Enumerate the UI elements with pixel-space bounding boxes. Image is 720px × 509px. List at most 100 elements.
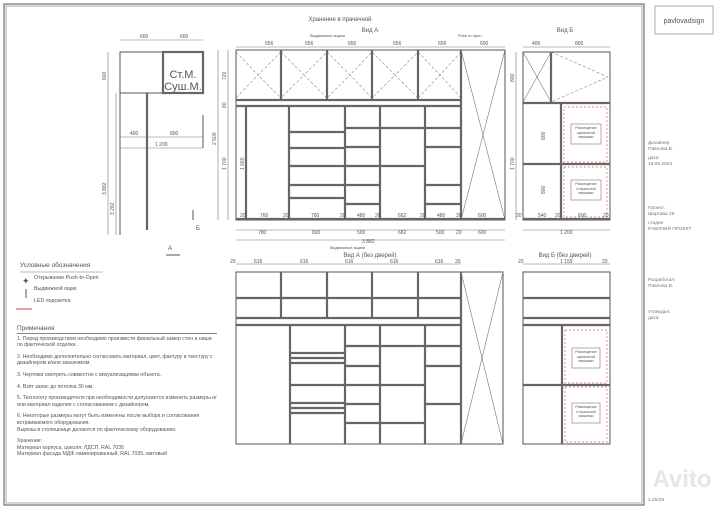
material-facade: Материал фасада МДФ ламинированный, RAL … bbox=[17, 451, 167, 458]
svg-text:760: 760 bbox=[260, 213, 269, 219]
svg-text:20: 20 bbox=[375, 213, 381, 219]
svg-text:800: 800 bbox=[170, 131, 179, 137]
view-b: 400 800 Размещение сушильной машинки Раз… bbox=[510, 41, 611, 236]
notes-title: Примечания bbox=[17, 325, 217, 334]
svg-text:600: 600 bbox=[180, 34, 189, 40]
svg-text:1 700: 1 700 bbox=[222, 157, 228, 170]
drawing-title: Хранение в прачечной bbox=[308, 16, 371, 23]
note: 6. Некоторые размеры могут быть изменены… bbox=[17, 413, 200, 426]
dryer-placement-label: Размещение сушильной машинки bbox=[575, 126, 597, 139]
legend-item: LED подсветка bbox=[34, 298, 71, 304]
svg-text:20: 20 bbox=[283, 213, 289, 219]
svg-text:20: 20 bbox=[240, 213, 246, 219]
svg-text:400: 400 bbox=[130, 131, 139, 137]
svg-text:540: 540 bbox=[538, 213, 547, 219]
svg-text:600: 600 bbox=[140, 34, 149, 40]
svg-text:600: 600 bbox=[480, 41, 489, 47]
view-a-total: 3 882 bbox=[362, 239, 375, 245]
svg-text:20: 20 bbox=[420, 213, 426, 219]
svg-text:616: 616 bbox=[435, 259, 444, 265]
watermark: Avito bbox=[652, 466, 711, 493]
svg-text:682: 682 bbox=[398, 230, 407, 236]
note: 1. Перед производством необходимо произв… bbox=[17, 335, 212, 349]
svg-text:20: 20 bbox=[456, 213, 462, 219]
svg-text:600: 600 bbox=[578, 213, 587, 219]
push-to-open-icon: ✦ bbox=[22, 276, 30, 286]
svg-text:80: 80 bbox=[222, 102, 228, 108]
plan-label-dryer: Суш.М. bbox=[164, 81, 202, 93]
note: 4. Взят запас до потолка 30 мм. bbox=[17, 383, 94, 390]
washer-placement-label: Размещение стиральной машинки bbox=[575, 405, 597, 418]
title-block-developed: Разработал:Павлова В. bbox=[648, 278, 676, 289]
svg-text:1 159: 1 159 bbox=[560, 259, 573, 265]
notes: Примечания 1. Перед производством необхо… bbox=[17, 325, 217, 458]
svg-text:20: 20 bbox=[603, 213, 609, 219]
svg-text:2 500: 2 500 bbox=[212, 132, 218, 145]
washer-placement-label: Размещение стиральной машинки bbox=[575, 182, 597, 195]
svg-text:656: 656 bbox=[305, 41, 314, 47]
svg-text:656: 656 bbox=[438, 41, 447, 47]
title-block-approved: Утвердил:дата: bbox=[648, 310, 671, 321]
svg-text:800: 800 bbox=[312, 230, 321, 236]
arrow-a-label: А bbox=[168, 246, 172, 252]
svg-text:20: 20 bbox=[455, 259, 461, 265]
material-body: Материал корпуса, цоколя: ЛДСП, RAL 7035 bbox=[17, 444, 125, 451]
view-a-no-doors: Вид А (без дверей) 20 616 616 616 616 61… bbox=[230, 252, 504, 445]
legend-title: Условные обозначения bbox=[20, 262, 91, 269]
legend-item: Открывание Push-to-Open bbox=[34, 275, 99, 281]
logo-box bbox=[654, 5, 714, 35]
svg-text:600: 600 bbox=[478, 230, 487, 236]
svg-text:20: 20 bbox=[456, 230, 462, 236]
svg-text:1 700: 1 700 bbox=[510, 157, 516, 170]
svg-text:600: 600 bbox=[478, 213, 487, 219]
svg-text:20: 20 bbox=[340, 213, 346, 219]
push-callout: Push to open bbox=[458, 33, 482, 38]
svg-text:616: 616 bbox=[390, 259, 399, 265]
svg-text:720: 720 bbox=[222, 71, 228, 80]
svg-text:400: 400 bbox=[532, 41, 541, 47]
view-b-no-doors: Вид Б (без дверей) 20 1 159 20 Размещени… bbox=[518, 252, 611, 445]
note: 5. Технологу производителя при необходим… bbox=[17, 395, 217, 408]
view-a-title: Вид А bbox=[362, 28, 379, 34]
svg-text:20: 20 bbox=[555, 213, 561, 219]
svg-text:20: 20 bbox=[602, 259, 608, 265]
svg-text:480: 480 bbox=[357, 213, 366, 219]
svg-text:662: 662 bbox=[398, 213, 407, 219]
logo: pavlovadsign bbox=[664, 18, 705, 25]
svg-text:Вид А (без дверей): Вид А (без дверей) bbox=[343, 252, 396, 259]
svg-text:760: 760 bbox=[311, 213, 320, 219]
svg-text:616: 616 bbox=[254, 259, 263, 265]
svg-text:3 882: 3 882 bbox=[102, 182, 108, 195]
svg-text:20: 20 bbox=[516, 213, 522, 219]
plan-view: Ст.М. Суш.М. 600 600 400 800 1 200 600 3… bbox=[102, 34, 205, 256]
view-b-title: Вид Б bbox=[557, 28, 574, 34]
svg-text:1 660: 1 660 bbox=[240, 157, 246, 170]
arrow-b-label: Б bbox=[196, 226, 200, 232]
svg-text:800: 800 bbox=[541, 131, 547, 140]
sheet-frame-inner bbox=[5, 5, 643, 504]
svg-text:800: 800 bbox=[575, 41, 584, 47]
svg-text:500: 500 bbox=[357, 230, 366, 236]
svg-text:656: 656 bbox=[348, 41, 357, 47]
note: 3. Чертежи смотреть совместно с визуализ… bbox=[17, 371, 162, 378]
sheet-frame bbox=[3, 3, 645, 506]
svg-text:656: 656 bbox=[265, 41, 274, 47]
svg-text:800: 800 bbox=[541, 185, 547, 194]
svg-text:500: 500 bbox=[436, 230, 445, 236]
svg-text:656: 656 bbox=[393, 41, 402, 47]
drawers-callout: Выдвижные ящики bbox=[310, 33, 345, 38]
svg-text:616: 616 bbox=[345, 259, 354, 265]
view-a: 656 656 656 656 656 600 Выдвижные ящики … bbox=[212, 33, 506, 250]
legend: Условные обозначения Открывание Push-to-… bbox=[20, 262, 110, 304]
sheet-number: 2.25/29 bbox=[648, 498, 665, 503]
svg-text:600: 600 bbox=[102, 71, 108, 80]
svg-text:780: 780 bbox=[258, 230, 267, 236]
svg-text:Выдвижные ящики: Выдвижные ящики bbox=[330, 245, 365, 250]
dryer-placement-label: Размещение сушильной машинки bbox=[575, 350, 597, 363]
svg-text:800: 800 bbox=[510, 73, 516, 82]
storage-title: Хранение: bbox=[17, 438, 43, 445]
svg-text:480: 480 bbox=[437, 213, 446, 219]
